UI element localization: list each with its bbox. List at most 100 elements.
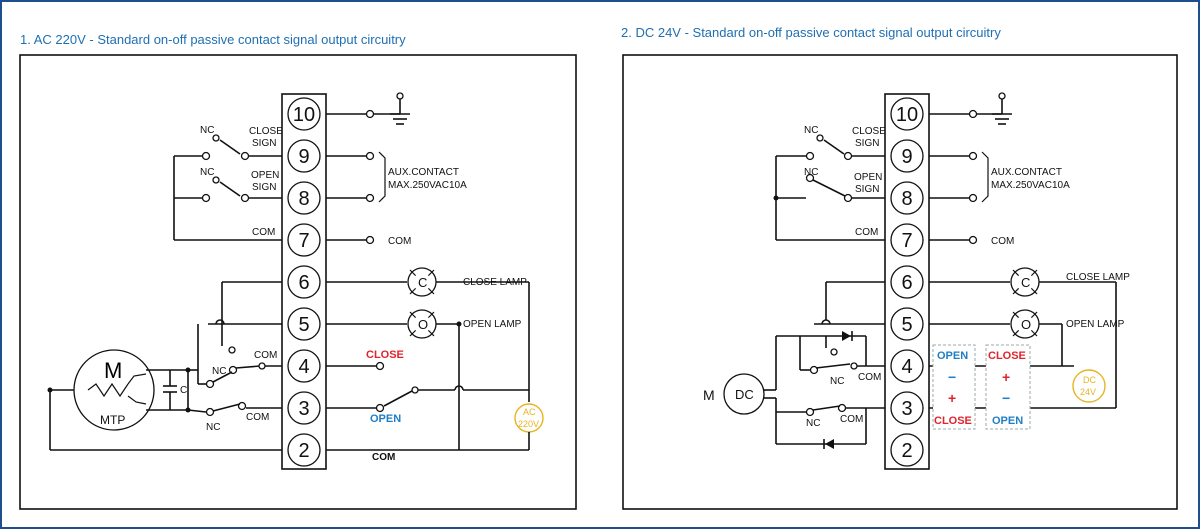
open-sign-label: SIGN [252,182,276,193]
terminal-circle [890,433,924,467]
com-label: COM [246,412,269,423]
nc-label: NC [806,418,820,429]
ac-diagram: 10 9 8 7 6 5 4 3 2 AUX.CONTACT MAX.250VAC10A [47,92,544,470]
terminal-number: 10 [293,104,315,126]
terminal-circle [890,181,924,215]
nc-label: NC [804,125,818,136]
polarity-box-left: OPEN − + CLOSE [932,344,976,430]
svg-text:DC: DC [735,387,754,402]
nc-label: NC [206,422,220,433]
com-label: COM [991,236,1014,247]
com-label: COM [388,236,411,247]
svg-text:C: C [1021,275,1030,290]
svg-text:OPEN: OPEN [992,415,1023,427]
svg-text:OPEN: OPEN [937,350,968,362]
close-sign-label: CLOSE [249,126,283,137]
com-label: COM [840,414,863,425]
com-bottom-label: COM [372,452,395,463]
open-lamp-icon: O [1010,309,1040,339]
ground-icon [390,92,410,125]
polarity-box-right: CLOSE + − OPEN [985,344,1031,430]
terminal-number: 4 [298,356,309,378]
open-sign-label: SIGN [855,184,879,195]
open-sign-label: OPEN [251,170,279,181]
terminal-number: 8 [901,188,912,210]
terminal-circle [287,223,321,257]
ground-icon [992,92,1012,125]
close-lamp-label: CLOSE LAMP [1066,272,1130,283]
svg-text:C: C [418,275,427,290]
close-lamp-icon: C [407,267,437,297]
aux-contact-label: AUX.CONTACT [388,167,459,178]
terminal-number: 8 [298,188,309,210]
terminal-number: 10 [896,104,918,126]
svg-text:CLOSE: CLOSE [988,350,1026,362]
terminal-circle [287,265,321,299]
terminal-circle [287,97,321,131]
terminal-circle [890,223,924,257]
terminal-number: 9 [298,146,309,168]
open-lamp-icon: O [407,309,437,339]
terminal-circle [287,433,321,467]
svg-text:−: − [948,369,956,385]
motor-icon: M MTP [73,349,155,431]
close-red-label: CLOSE [366,349,404,361]
ac-terminals: 10 9 8 7 6 5 4 3 2 [287,97,321,467]
aux-rating-label: MAX.250VAC10A [388,180,467,191]
svg-text:CLOSE: CLOSE [934,415,972,427]
terminal-circle [890,97,924,131]
terminal-number: 6 [901,272,912,294]
close-sign-label: CLOSE [852,126,886,137]
nc-label: NC [200,125,214,136]
com-label: COM [252,227,275,238]
terminal-circle [287,391,321,425]
svg-text:O: O [418,317,428,332]
terminal-circle [890,307,924,341]
dc-supply-icon: DC 24V [1072,369,1106,403]
terminal-number: 9 [901,146,912,168]
terminal-circle [890,139,924,173]
terminal-circle [287,349,321,383]
ac-panel-border [19,54,577,510]
terminal-circle [890,349,924,383]
terminal-number: 2 [298,440,309,462]
open-sign-label: OPEN [854,172,882,183]
com-label: COM [254,350,277,361]
terminal-number: 7 [901,230,912,252]
com-label: COM [858,372,881,383]
svg-text:O: O [1021,317,1031,332]
close-lamp-label: CLOSE LAMP [463,277,527,288]
terminal-number: 2 [901,440,912,462]
open-lamp-label: OPEN LAMP [1066,319,1125,330]
nc-label: NC [212,366,226,377]
svg-text:−: − [1002,390,1010,406]
terminal-circle [287,139,321,173]
svg-text:220V: 220V [518,419,539,429]
dc-motor-m-label: M [703,387,715,403]
terminal-number: 5 [298,314,309,336]
svg-text:+: + [948,390,956,406]
dc-panel-border [622,54,1178,510]
open-blue-label: OPEN [370,413,401,425]
aux-rating-label: MAX.250VAC10A [991,180,1070,191]
close-sign-label: SIGN [252,138,276,149]
close-sign-label: SIGN [855,138,879,149]
terminal-circle [890,391,924,425]
terminal-number: 3 [901,398,912,420]
terminal-number: 7 [298,230,309,252]
ac-supply-icon: AC 220V [514,403,544,433]
close-lamp-icon: C [1010,267,1040,297]
terminal-number: 5 [901,314,912,336]
aux-contact-label: AUX.CONTACT [991,167,1062,178]
terminal-number: 3 [298,398,309,420]
terminal-circle [890,265,924,299]
terminal-number: 6 [298,272,309,294]
nc-label: NC [804,167,818,178]
nc-label: NC [200,167,214,178]
svg-text:+: + [1002,369,1010,385]
dc-motor-icon: DC [723,373,765,415]
